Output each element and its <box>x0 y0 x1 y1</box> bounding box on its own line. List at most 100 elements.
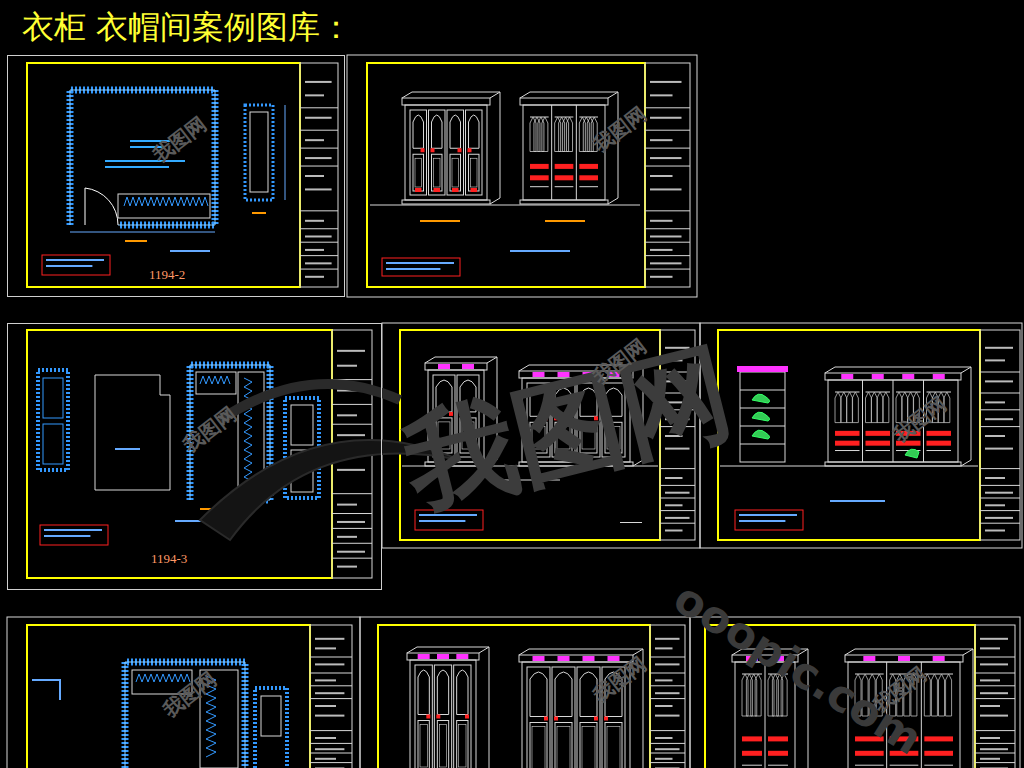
drawer-pull <box>452 188 459 192</box>
title-block-rule <box>975 762 1015 763</box>
arched-panel <box>418 670 429 715</box>
title-block <box>975 625 1015 768</box>
drawer <box>530 175 549 180</box>
note-line <box>739 514 797 516</box>
cornice <box>520 98 608 105</box>
title-block-rule <box>980 498 1020 499</box>
wardrobe-elevation <box>402 92 500 204</box>
caption-underline <box>252 212 266 214</box>
door <box>577 667 600 768</box>
handle <box>458 148 462 152</box>
title-block-rule <box>975 743 1015 744</box>
sheet-frame <box>27 330 332 578</box>
handle <box>594 717 598 721</box>
watermark: 我图网 <box>395 335 742 522</box>
title-block-rule <box>310 685 352 686</box>
shoe-icon <box>752 430 770 439</box>
cabinet-top <box>529 649 643 650</box>
note-line <box>386 268 440 270</box>
title-block-entry <box>305 81 332 83</box>
door-panel <box>413 154 424 191</box>
door-panel-inner <box>420 725 427 768</box>
sheet-border <box>347 55 697 297</box>
title-block-rule <box>645 107 690 108</box>
drawing-sheet <box>700 323 1022 548</box>
title-block-entry <box>337 521 365 523</box>
title-block-entry <box>980 758 1000 760</box>
door-panel-inner <box>459 725 466 768</box>
door-panel <box>437 721 448 768</box>
garment <box>877 392 883 423</box>
handle <box>465 715 469 719</box>
crown-mark <box>533 372 545 377</box>
door-panel-inner <box>471 158 478 187</box>
title-block-rule <box>310 698 352 699</box>
door-panel <box>469 154 480 191</box>
door <box>410 110 427 195</box>
title-block-rule <box>300 210 338 211</box>
title-block-entry <box>305 262 332 264</box>
title-block-entry <box>985 517 1013 519</box>
title-block-entry <box>980 748 1008 750</box>
title-block-entry <box>655 692 680 694</box>
title-block-entry <box>985 359 1005 361</box>
crown-mark <box>863 656 875 661</box>
arched-panel <box>469 115 480 148</box>
note-line <box>115 448 140 450</box>
title-block-rule <box>310 762 352 763</box>
cabinet-top <box>407 647 417 653</box>
title-block-entry <box>315 647 336 649</box>
shoe-icon <box>905 449 919 458</box>
title-block-entry <box>650 249 673 251</box>
title-block-entry <box>315 705 336 707</box>
handle <box>436 715 440 719</box>
title-block-entry <box>650 235 682 237</box>
title-block-entry <box>980 767 1008 768</box>
sheet-frame <box>367 63 645 287</box>
title-block-entry <box>655 715 680 717</box>
title-block-rule <box>332 424 372 425</box>
shelf <box>835 450 860 451</box>
title-block-entry <box>985 492 1013 494</box>
arched-panel <box>457 670 468 715</box>
title-block-rule <box>645 210 690 211</box>
title-block-entry <box>337 504 357 506</box>
drawer <box>742 751 762 756</box>
title-block-frame <box>650 625 685 768</box>
title-block-entry <box>337 536 357 538</box>
crown-mark <box>462 364 474 369</box>
title-block-rule <box>660 485 695 486</box>
shelf <box>530 186 549 187</box>
garment <box>852 392 858 423</box>
caption-underline <box>545 220 585 222</box>
title-block-rule <box>300 255 338 256</box>
watermark-small: 我图网 <box>160 668 220 721</box>
title-block-rule <box>310 657 352 658</box>
hanging-cabinet <box>196 372 236 394</box>
door-panel <box>261 696 281 736</box>
title-block-entry <box>985 504 1005 506</box>
divider <box>551 105 552 200</box>
note-line <box>105 166 169 168</box>
door-panel <box>291 405 313 445</box>
title-block-entry <box>315 692 344 694</box>
door-panel <box>450 154 461 191</box>
garment <box>939 674 945 716</box>
title-block-rule <box>980 485 1020 486</box>
title-block-entry <box>980 647 1000 649</box>
title-block-rule <box>310 753 352 754</box>
sheet-frame <box>718 330 980 540</box>
drawer <box>555 164 574 169</box>
door-panel <box>580 723 597 768</box>
shelf-unit <box>740 372 785 462</box>
plinth <box>402 200 490 204</box>
cabinet-top <box>825 367 835 373</box>
drawing-sheet <box>27 63 338 287</box>
title-block <box>645 63 690 287</box>
handle <box>544 717 548 721</box>
title-block <box>980 330 1020 540</box>
title-block-entry <box>985 380 1013 382</box>
title-block-entry <box>655 638 680 640</box>
title-block-rule <box>645 130 690 131</box>
title-block-entry <box>315 663 344 665</box>
